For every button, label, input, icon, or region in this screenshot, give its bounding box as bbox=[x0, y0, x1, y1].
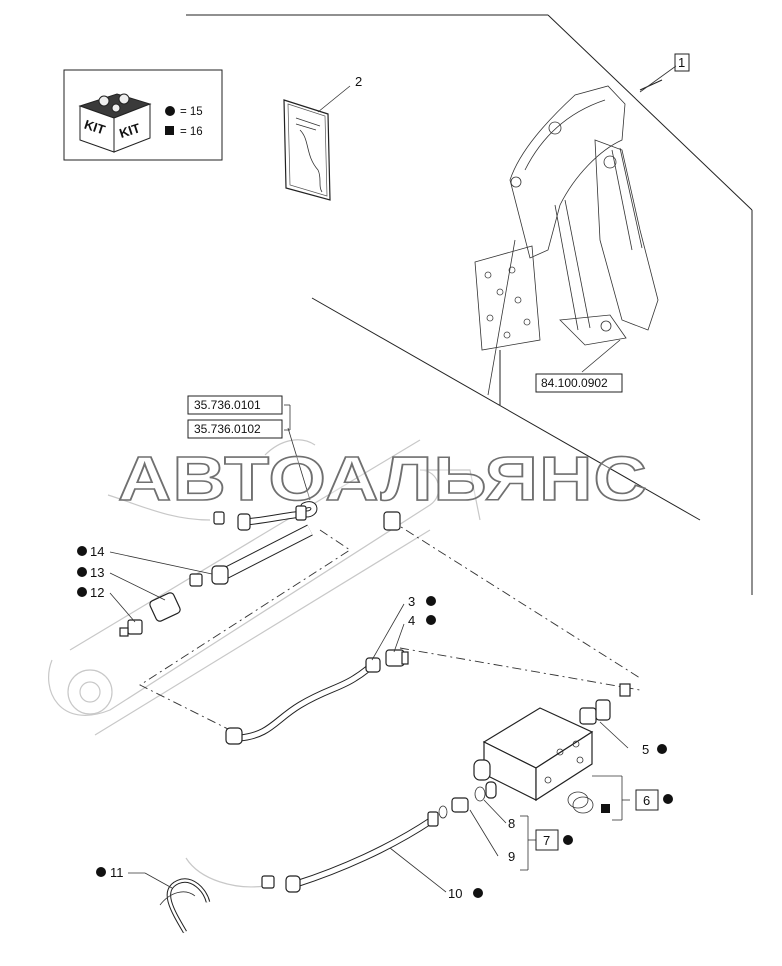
ref-35736-0102[interactable]: 35.736.0102 bbox=[194, 422, 261, 436]
frame-lines bbox=[186, 14, 753, 595]
callout-13: 13 bbox=[90, 565, 104, 580]
ref-box-35a bbox=[187, 395, 283, 415]
kit-cube-icon bbox=[78, 93, 152, 153]
callout-3: 3 bbox=[408, 594, 415, 609]
ghost-context bbox=[48, 439, 481, 888]
kit-label-left: KIT bbox=[82, 117, 107, 138]
middle-hose bbox=[225, 649, 409, 745]
circle-marker-icon bbox=[657, 744, 667, 754]
circle-marker-icon bbox=[165, 106, 175, 116]
callout-4-group: 4 bbox=[393, 613, 436, 653]
circle-marker-icon bbox=[663, 794, 673, 804]
callout-7-group: 8 9 7 bbox=[469, 799, 573, 871]
callout-5-group: 5 bbox=[599, 721, 667, 757]
circle-marker-icon bbox=[96, 867, 106, 877]
kit-legend: KIT KIT = 15 = 16 bbox=[63, 69, 223, 161]
upper-hose bbox=[213, 501, 401, 531]
callout-6-group: 6 bbox=[592, 775, 673, 821]
callout-9: 9 bbox=[508, 849, 515, 864]
callout-12: 12 bbox=[90, 585, 104, 600]
callout-6: 6 bbox=[643, 793, 650, 808]
backhoe-assembly bbox=[474, 85, 659, 373]
callout-14-group: 14 bbox=[77, 544, 213, 575]
ref-box-84 bbox=[535, 373, 623, 393]
fittings-12-13-14 bbox=[119, 524, 313, 637]
callout-5: 5 bbox=[642, 742, 649, 757]
square-marker-icon bbox=[165, 126, 174, 135]
circle-marker-icon bbox=[77, 587, 87, 597]
square-legend-text: = 16 bbox=[180, 126, 203, 138]
callout-box-1 bbox=[674, 53, 690, 72]
fittings-8-9 bbox=[438, 786, 486, 819]
circle-marker-icon bbox=[426, 615, 436, 625]
watermark-text: АВТОАЛЬЯНС bbox=[118, 445, 648, 514]
callout-7: 7 bbox=[543, 833, 550, 848]
lower-hose bbox=[261, 811, 439, 893]
manual-booklet: 2 bbox=[283, 74, 362, 201]
callout-4: 4 bbox=[408, 613, 415, 628]
callout-13-group: 13 bbox=[77, 565, 166, 601]
circle-marker-icon bbox=[77, 546, 87, 556]
ref-box-35b bbox=[187, 419, 283, 439]
cable-tie bbox=[159, 878, 211, 934]
callout-14: 14 bbox=[90, 544, 104, 559]
callout-2: 2 bbox=[355, 74, 362, 89]
o-ring-pair bbox=[567, 791, 594, 814]
square-marker-icon bbox=[601, 804, 610, 813]
circle-marker-icon bbox=[77, 567, 87, 577]
callout-3-group: 3 bbox=[371, 594, 436, 661]
callout-10: 10 bbox=[448, 886, 462, 901]
callout-11-group: 11 bbox=[96, 865, 173, 889]
circle-marker-icon bbox=[563, 835, 573, 845]
valve-block bbox=[473, 683, 631, 802]
circle-legend-text: = 15 bbox=[180, 106, 203, 118]
circle-marker-icon bbox=[426, 596, 436, 606]
kit-label-right: KIT bbox=[117, 120, 142, 141]
callout-10-group: 10 bbox=[389, 847, 483, 901]
ref-84100-0902[interactable]: 84.100.0902 bbox=[541, 376, 608, 390]
callout-11: 11 bbox=[110, 865, 124, 880]
callout-8: 8 bbox=[508, 816, 515, 831]
ref-35736-0101[interactable]: 35.736.0101 bbox=[194, 398, 261, 412]
callout-12-group: 12 bbox=[77, 585, 136, 623]
callout-1: 1 bbox=[678, 55, 685, 70]
circle-marker-icon bbox=[473, 888, 483, 898]
